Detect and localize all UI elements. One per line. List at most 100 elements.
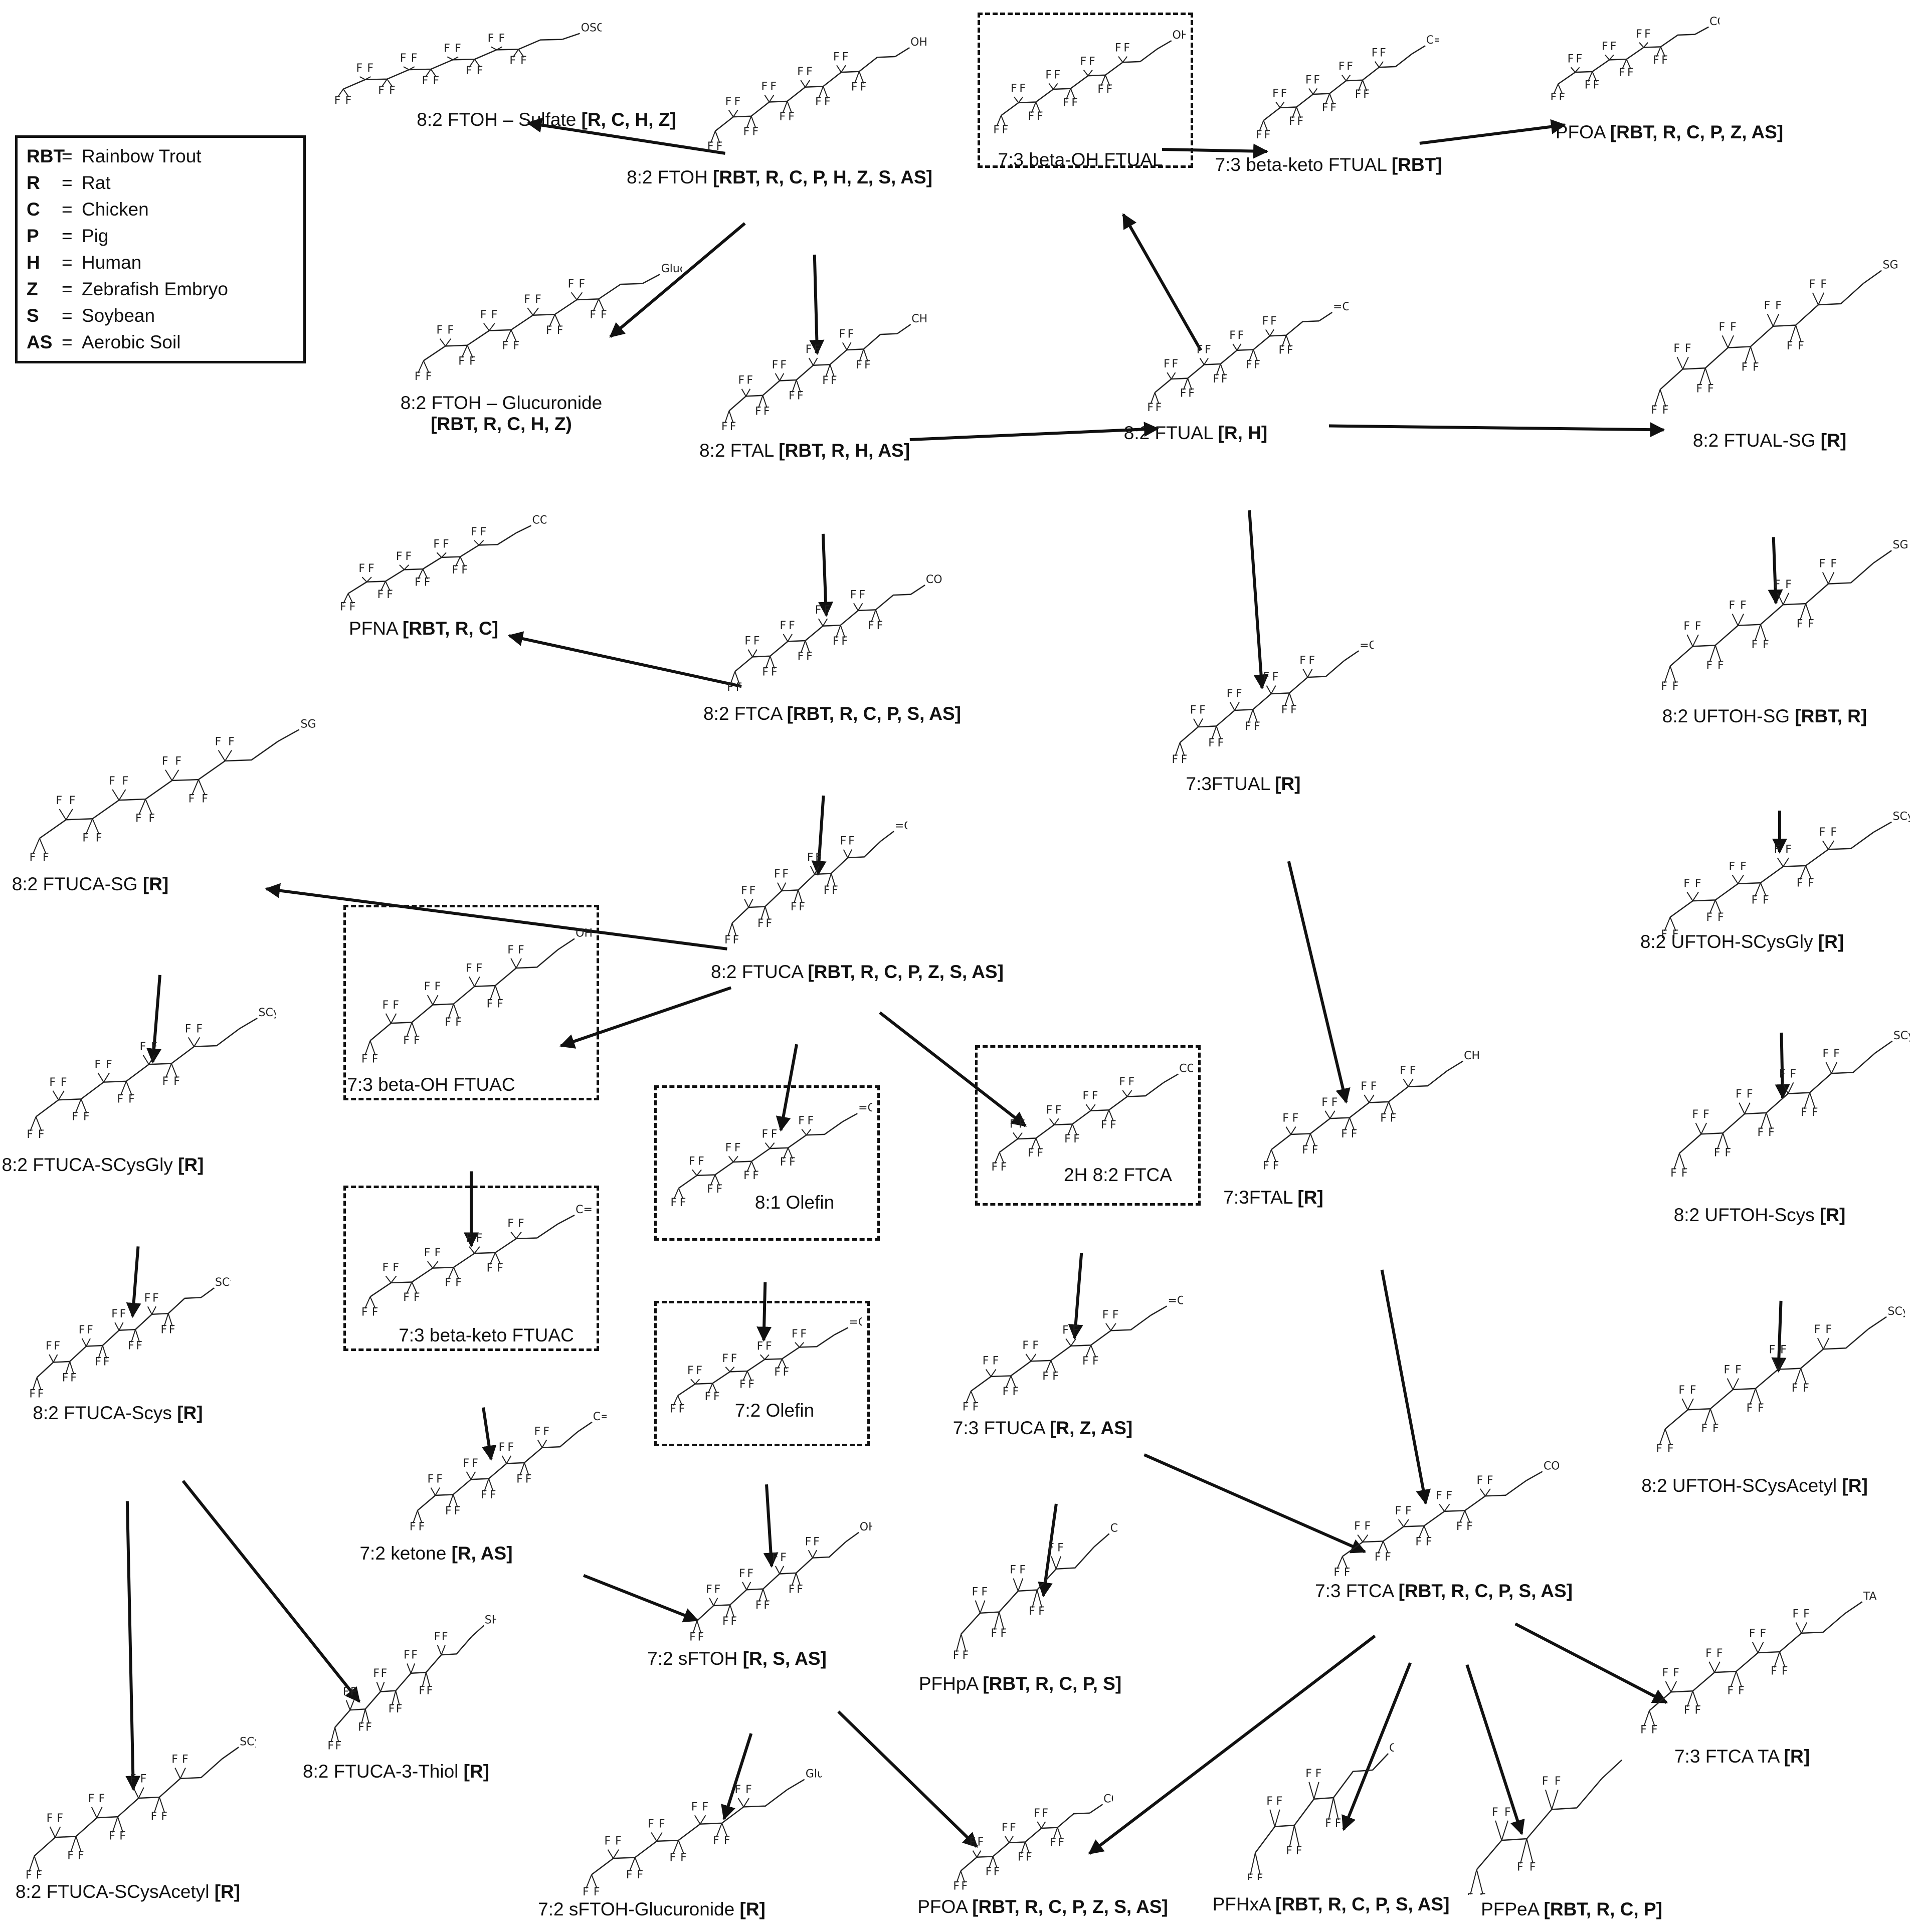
svg-text:F: F <box>800 1328 807 1340</box>
svg-text:F: F <box>789 620 795 632</box>
svg-text:F: F <box>455 1016 462 1029</box>
svg-text:SG: SG <box>1893 539 1908 551</box>
svg-text:F: F <box>1270 315 1277 327</box>
species-tags: [RBT, R, C, P, S] <box>983 1673 1122 1694</box>
svg-text:F: F <box>1313 74 1320 86</box>
legend-code: P <box>27 226 39 246</box>
svg-text:F: F <box>1057 1542 1064 1555</box>
svg-text:F: F <box>1747 1088 1753 1101</box>
svg-text:F: F <box>1156 402 1162 414</box>
svg-text:F: F <box>1830 826 1837 839</box>
svg-text:F: F <box>680 1197 686 1208</box>
compound-label-ftal: 8:2 FTAL [RBT, R, H, AS] <box>699 440 910 461</box>
svg-text:F: F <box>1793 1608 1799 1621</box>
svg-text:F: F <box>1063 97 1069 109</box>
svg-text:F: F <box>1302 1144 1308 1156</box>
svg-text:F: F <box>1808 877 1814 889</box>
arrow-ftual73-to-ftal73 <box>1287 861 1351 1104</box>
legend-equals: = <box>62 305 73 326</box>
species-tags: [R, C, H, Z] <box>581 109 676 130</box>
svg-text:F: F <box>594 1886 600 1898</box>
svg-text:F: F <box>738 374 745 387</box>
compound-label-uftoh-scys: 8:2 UFTOH-Scys [R] <box>1674 1205 1846 1226</box>
svg-text:F: F <box>877 620 883 632</box>
svg-text:F: F <box>434 1631 441 1643</box>
compound-name: 7:2 ketone <box>359 1543 447 1564</box>
arrow-ftuca-scys-to-ftuca-3-thiol <box>181 1480 361 1703</box>
legend-equals: = <box>62 332 73 352</box>
svg-text:F: F <box>1695 620 1701 633</box>
arrow-ftca-to-pfna <box>507 631 742 688</box>
compound-name: 7:3 beta-keto FTUAL <box>1215 154 1387 175</box>
svg-text:F: F <box>706 1584 712 1596</box>
svg-text:F: F <box>1390 1112 1397 1124</box>
structure-ftca73: FFFFFFFFFFFFFFFFCOOH <box>1333 1460 1559 1579</box>
compound-label-ftca73: 7:3 FTCA [RBT, R, C, P, S, AS] <box>1315 1581 1573 1602</box>
svg-text:F: F <box>841 635 848 648</box>
svg-text:F: F <box>487 998 493 1010</box>
svg-text:F: F <box>1670 1167 1677 1180</box>
svg-text:F: F <box>38 1128 45 1141</box>
species-tags: [R, AS] <box>451 1543 513 1564</box>
svg-text:F: F <box>1661 680 1667 693</box>
svg-text:F: F <box>1309 655 1315 667</box>
svg-text:F: F <box>466 962 472 975</box>
svg-text:F: F <box>734 1141 741 1154</box>
svg-text:F: F <box>361 1053 368 1065</box>
svg-text:F: F <box>1315 1768 1322 1780</box>
svg-text:F: F <box>525 1473 532 1485</box>
svg-text:F: F <box>396 550 403 563</box>
svg-text:F: F <box>771 666 778 678</box>
svg-text:F: F <box>1774 578 1781 591</box>
svg-text:F: F <box>72 1111 78 1123</box>
compound-label-pfhpa: PFHpA [RBT, R, C, P, S] <box>919 1673 1121 1694</box>
svg-text:F: F <box>714 1584 721 1596</box>
legend-code: Z <box>27 279 38 299</box>
svg-text:F: F <box>389 85 396 97</box>
svg-text:F: F <box>772 359 779 371</box>
svg-text:F: F <box>807 852 814 864</box>
svg-text:Gluc: Gluc <box>661 263 682 275</box>
legend-species-name: Chicken <box>82 199 149 220</box>
compound-label-h2-ftca: 2H 8:2 FTCA <box>1064 1165 1172 1186</box>
svg-text:F: F <box>1636 28 1642 41</box>
compound-name: 7:3 beta-OH FTUAL <box>998 149 1163 170</box>
svg-text:F: F <box>1092 1355 1099 1368</box>
species-tags: [R] <box>1820 430 1847 451</box>
svg-text:F: F <box>437 324 443 337</box>
svg-text:F: F <box>103 1356 110 1369</box>
svg-text:F: F <box>705 1391 711 1403</box>
dashed-box-olefin72 <box>654 1301 870 1446</box>
svg-text:F: F <box>335 1740 342 1752</box>
svg-text:F: F <box>1792 1382 1798 1395</box>
svg-text:F: F <box>196 1023 203 1035</box>
svg-text:F: F <box>151 1810 157 1823</box>
svg-text:F: F <box>1045 69 1052 81</box>
svg-text:F: F <box>1286 1845 1292 1857</box>
svg-text:F: F <box>691 1801 698 1813</box>
legend-code: R <box>27 172 40 193</box>
svg-text:F: F <box>480 309 487 321</box>
species-tags: [RBT, R, C, P] <box>1544 1899 1662 1919</box>
svg-text:F: F <box>1729 600 1736 612</box>
legend-species-name: Soybean <box>82 305 155 326</box>
svg-text:F: F <box>755 1599 762 1612</box>
species-tags: [R, Z, AS] <box>1050 1418 1133 1438</box>
arrow-ftual-sg-to-uftoh-sg <box>1768 537 1783 605</box>
structure-ftal73: FFFFFFFFFFFFFFFFCHO <box>1263 1050 1479 1173</box>
svg-text:F: F <box>1730 321 1737 333</box>
svg-text:F: F <box>1673 342 1680 355</box>
legend-code: S <box>27 305 39 326</box>
svg-text:F: F <box>433 538 440 550</box>
svg-text:F: F <box>1662 404 1669 417</box>
svg-text:F: F <box>404 1649 410 1662</box>
svg-text:F: F <box>1656 1443 1662 1455</box>
svg-text:F: F <box>1653 54 1659 67</box>
svg-text:F: F <box>1672 680 1679 693</box>
svg-text:F: F <box>70 1372 77 1384</box>
